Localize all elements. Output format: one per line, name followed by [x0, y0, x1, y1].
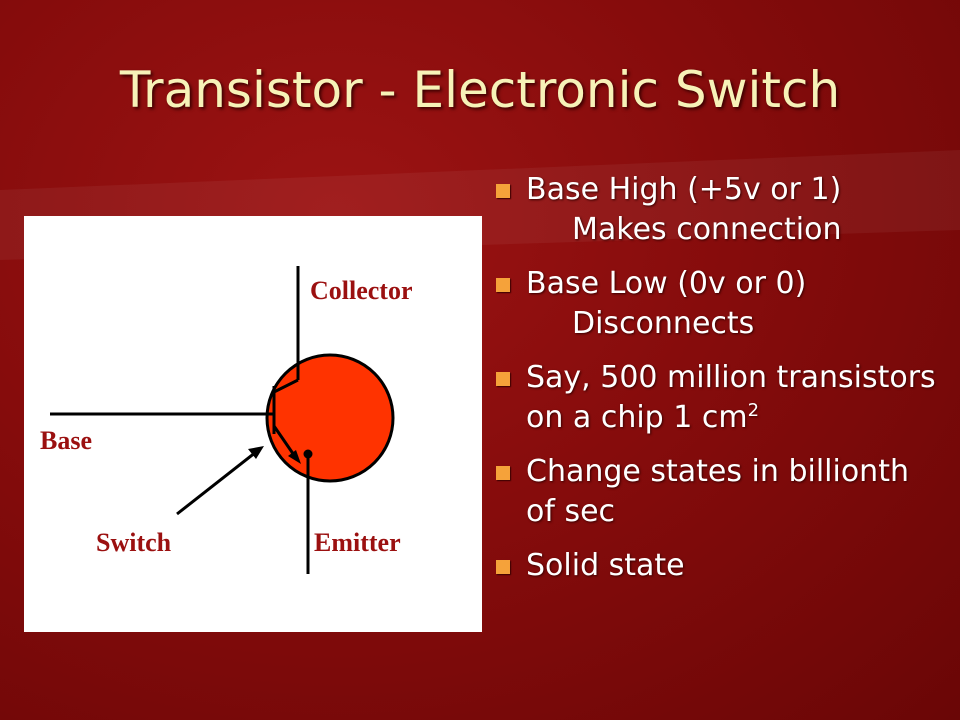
- bullet-item: Base High (+5v or 1) Makes connection: [490, 170, 942, 250]
- bullet-text: Say, 500 million transistors on a chip 1…: [526, 360, 936, 435]
- bullet-subtext: Makes connection: [572, 212, 842, 247]
- bullet-square-icon: [496, 372, 510, 386]
- bullet-text: Base High (+5v or 1): [526, 172, 842, 207]
- collector-label: Collector: [310, 276, 413, 305]
- bullet-item: Change states in billionth of sec: [490, 452, 942, 532]
- transistor-diagram: Collector Base Switch Emitter: [24, 216, 482, 632]
- transistor-schematic: [50, 266, 395, 574]
- base-label: Base: [40, 426, 92, 455]
- bullet-item: Base Low (0v or 0) Disconnects: [490, 264, 942, 344]
- bullet-list: Base High (+5v or 1) Makes connection Ba…: [490, 170, 942, 600]
- bullet-item: Say, 500 million transistors on a chip 1…: [490, 358, 942, 438]
- bullet-subtext: Disconnects: [572, 306, 755, 341]
- collector-diagonal: [273, 378, 299, 394]
- superscript: 2: [747, 400, 760, 421]
- emitter-arrowhead: [288, 450, 301, 464]
- bullet-square-icon: [496, 184, 510, 198]
- bullet-item: Solid state: [490, 546, 942, 586]
- bullet-text: Base Low (0v or 0): [526, 266, 807, 301]
- emitter-label: Emitter: [314, 528, 401, 557]
- bullet-text: Solid state: [526, 548, 685, 583]
- bullet-text: Change states in billionth of sec: [526, 454, 909, 529]
- bullet-square-icon: [496, 466, 510, 480]
- switch-label: Switch: [96, 528, 172, 557]
- slide-title: Transistor - Electronic Switch: [119, 61, 841, 119]
- bullet-square-icon: [496, 560, 510, 574]
- switch-pointer-arrowhead: [248, 446, 264, 459]
- switch-pointer-arrow: [176, 450, 257, 516]
- transistor-body: [265, 353, 395, 483]
- emitter-diagonal: [272, 425, 298, 459]
- bullet-square-icon: [496, 278, 510, 292]
